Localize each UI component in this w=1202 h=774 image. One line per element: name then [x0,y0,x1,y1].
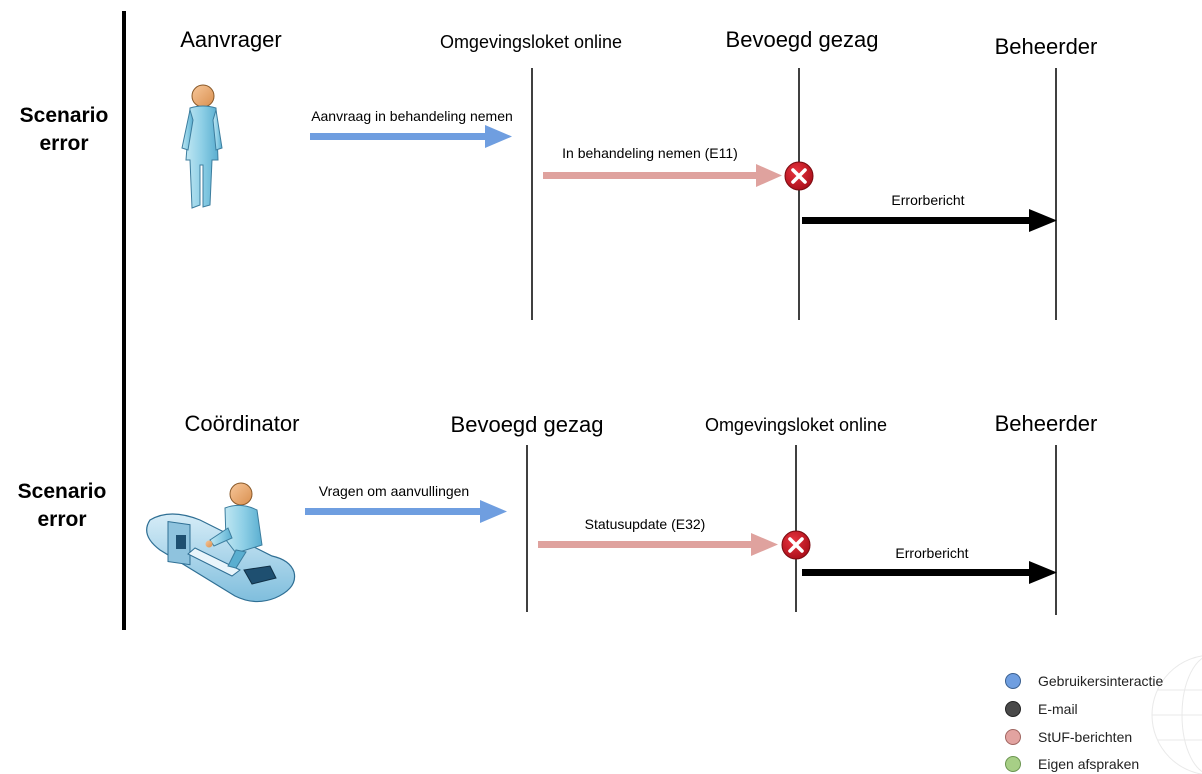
actor-beheerder: Beheerder [995,411,1098,436]
scenario-2-label-line2: error [37,508,86,531]
error-icon [784,161,814,191]
legend: Gebruikersinteractie E-mail StUF-bericht… [1005,673,1163,772]
actor-omgevingsloket-online: Omgevingsloket online [705,415,887,435]
legend-item: StUF-berichten [1005,729,1132,745]
scenario-1-label-line2: error [39,132,88,155]
actor-aanvrager: Aanvrager [180,27,282,52]
actor-bevoegd-gezag: Bevoegd gezag [451,412,604,437]
arrow-user-interaction [305,508,480,515]
arrow-stuf-message [543,172,756,179]
arrow-head [1029,209,1057,232]
legend-swatch-icon [1005,673,1021,689]
message-aanvraag: Aanvraag in behandeling nemen [311,108,513,124]
arrow-head [485,125,512,148]
arrow-stuf-message [538,541,751,548]
arrow-head [1029,561,1057,584]
legend-label-gebruikersinteractie: Gebruikersinteractie [1038,673,1163,689]
legend-item: Eigen afspraken [1005,756,1139,772]
legend-label-email: E-mail [1038,701,1078,717]
legend-item: E-mail [1005,701,1078,717]
legend-swatch-icon [1005,701,1021,717]
message-statusupdate: Statusupdate (E32) [585,516,706,532]
person-icon [181,84,223,209]
arrow-head [480,500,507,523]
scenario-1: Scenario error Aanvrager Omgevingsloket … [20,27,1098,320]
scenario-1-label-line1: Scenario [20,104,109,127]
legend-swatch-icon [1005,729,1021,745]
arrow-head [751,533,778,556]
scenario-2: Scenario error Coördinator Bevoegd gezag… [18,411,1098,615]
legend-swatch-icon [1005,756,1021,772]
actor-beheerder: Beheerder [995,34,1098,59]
message-errorbericht: Errorbericht [891,192,964,208]
workstation-icon [146,482,296,603]
legend-label-stuf-berichten: StUF-berichten [1038,729,1132,745]
message-errorbericht: Errorbericht [895,545,968,561]
actor-bevoegd-gezag: Bevoegd gezag [726,27,879,52]
legend-label-eigen-afspraken: Eigen afspraken [1038,756,1139,772]
arrow-error-message [802,217,1029,224]
message-in-behandeling: In behandeling nemen (E11) [562,145,738,161]
actor-omgevingsloket-online: Omgevingsloket online [440,32,622,52]
globe-watermark-icon [1151,655,1202,774]
scenario-2-label-line1: Scenario [18,480,107,503]
legend-item: Gebruikersinteractie [1005,673,1163,689]
error-icon [781,530,811,560]
arrow-head [756,164,782,187]
arrow-error-message [802,569,1029,576]
actor-coordinator: Coördinator [185,411,300,436]
message-vragen-om-aanvullingen: Vragen om aanvullingen [319,483,469,499]
arrow-user-interaction [310,133,485,140]
